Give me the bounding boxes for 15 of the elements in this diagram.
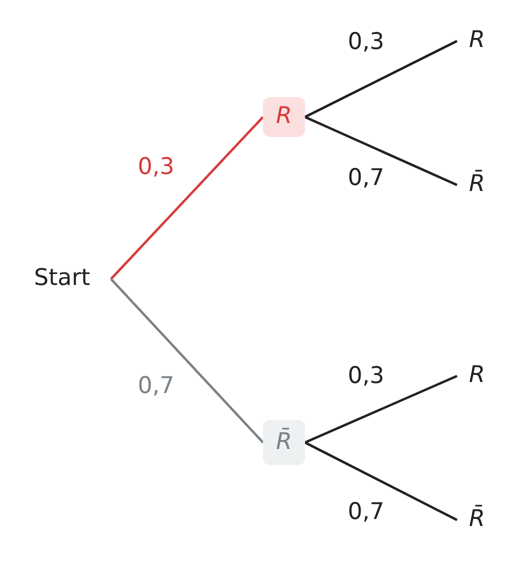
branch-line bbox=[304, 441, 458, 522]
start-label: Start bbox=[34, 265, 90, 293]
event-box bbox=[263, 420, 305, 465]
event-label: R bbox=[276, 103, 292, 131]
event-label: R̄ bbox=[469, 171, 485, 199]
branch-line bbox=[110, 278, 264, 444]
branch-line bbox=[110, 116, 264, 280]
event-label: R bbox=[469, 362, 485, 390]
branch-line bbox=[304, 374, 458, 444]
branch-line bbox=[304, 116, 458, 186]
branch-line bbox=[304, 40, 458, 118]
event-box bbox=[263, 97, 305, 137]
event-label: R̄ bbox=[469, 506, 485, 534]
event-label: R bbox=[469, 27, 485, 55]
event-label: R̄ bbox=[276, 428, 292, 456]
